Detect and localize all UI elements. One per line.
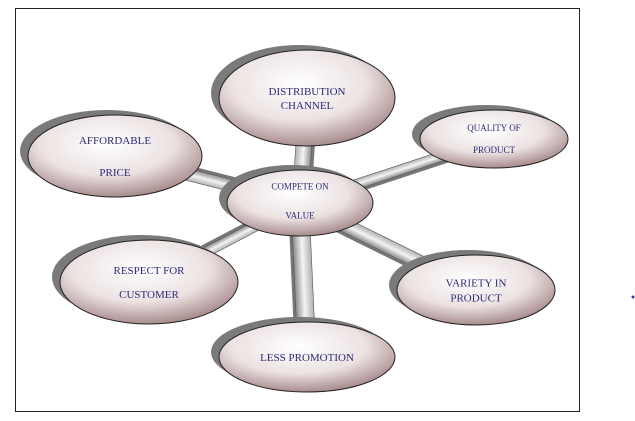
node-ellipse	[27, 114, 203, 198]
node-quality-of-product: QUALITY OF PRODUCT	[412, 105, 569, 169]
node-less-promotion: LESS PROMOTION	[211, 317, 396, 393]
node-ellipse	[396, 254, 556, 326]
node-ellipse	[226, 169, 374, 237]
node-label: DISTRIBUTION	[269, 86, 346, 98]
node-variety-in-product: VARIETY IN PRODUCT	[389, 250, 556, 326]
node-affordable-price: AFFORDABLE PRICE	[20, 110, 203, 198]
node-distribution-channel: DISTRIBUTION CHANNEL	[211, 45, 396, 147]
node-label: PRODUCT	[450, 292, 502, 304]
node-label: CHANNEL	[281, 100, 334, 112]
stray-dot	[631, 295, 635, 299]
node-ellipse	[419, 109, 569, 169]
node-label: CUSTOMER	[119, 289, 179, 301]
node-ellipse	[218, 49, 396, 147]
node-respect-for-customer: RESPECT FOR CUSTOMER	[52, 235, 239, 325]
node-label: PRODUCT	[473, 145, 516, 155]
node-label: VALUE	[285, 211, 315, 221]
node-ellipse	[218, 321, 396, 393]
node-label: VARIETY IN	[446, 277, 507, 289]
node-label: RESPECT FOR	[113, 265, 185, 277]
node-ellipse	[59, 239, 239, 325]
node-label: AFFORDABLE	[79, 135, 151, 147]
node-label: LESS PROMOTION	[260, 352, 354, 364]
node-label: COMPETE ON	[271, 182, 329, 192]
node-label: PRICE	[99, 167, 130, 179]
node-center: COMPETE ON VALUE	[219, 165, 374, 237]
nodes: DISTRIBUTION CHANNEL AFFORDABLE PRICE QUALIT…	[20, 45, 569, 393]
node-label: QUALITY OF	[467, 123, 520, 133]
